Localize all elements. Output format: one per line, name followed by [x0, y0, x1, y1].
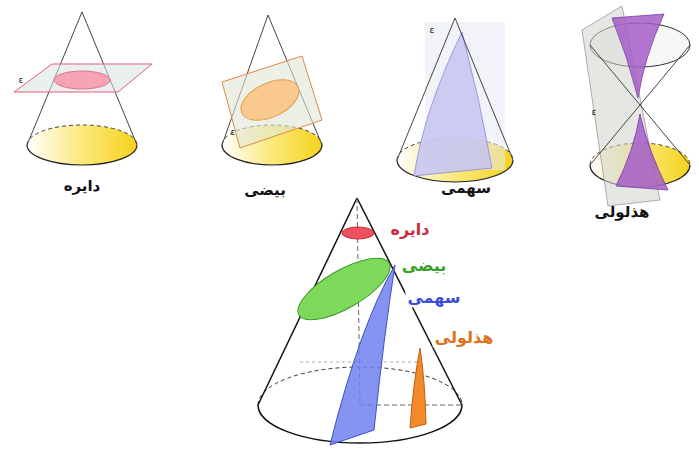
combined-cone — [258, 198, 462, 445]
parabola-figure — [397, 18, 513, 182]
circle-figure — [14, 12, 152, 165]
plane-symbol: ε — [19, 75, 24, 86]
section-label: بیضی — [400, 256, 449, 275]
plane-symbol: ε — [592, 107, 597, 118]
caption-label: هذلولی — [595, 203, 650, 221]
section-label: دایره — [388, 220, 431, 239]
caption-label: دایره — [64, 177, 101, 195]
plane-symbol: ε — [231, 127, 236, 138]
hyperbola-figure — [582, 6, 690, 206]
section-label: هذلولی — [433, 328, 496, 347]
ellipse-figure — [222, 15, 322, 165]
plane-symbol: ε — [430, 25, 435, 36]
section-label: سهمی — [405, 288, 462, 307]
caption-label: سهمی — [441, 179, 491, 197]
caption-label: بیضی — [244, 181, 286, 199]
